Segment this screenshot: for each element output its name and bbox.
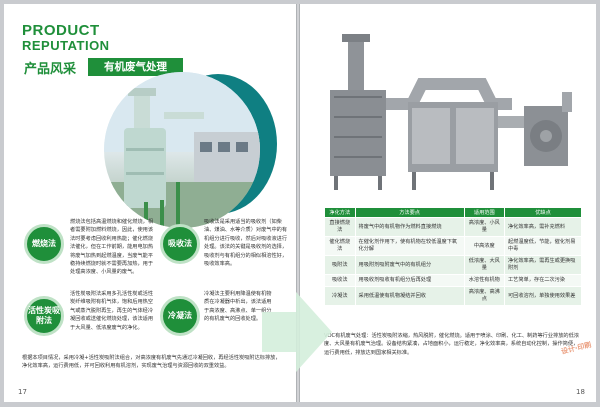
table-header: 优缺点 [503, 207, 583, 218]
table-cell: 吸附法 [324, 255, 356, 275]
method-text: 燃烧法包括高温燃烧和催化燃烧，相者需要附加燃料燃烧，因此，使用该法时要考虑回收利… [70, 219, 154, 276]
table-cell: 采用低温使有机物凝结并回收 [354, 286, 465, 306]
brand-en-line1: PRODUCT [22, 22, 100, 39]
table-cell: 吸收法 [324, 274, 356, 287]
table-cell: 可回收溶剂，单独使用效果差 [503, 286, 583, 306]
brand-cn-title: 产品风采 [24, 62, 77, 77]
right-page: 净化方法 方法要点 适用范围 优缺点 直接燃烧法 将废气中的有机物作为燃料直接燃… [300, 4, 596, 402]
table-cell: 高浓度、小风量 [463, 217, 505, 237]
table-row: 催化燃烧法 在催化剂作用下，使有机物在较低温度下氧化分解 中高浓度 起燃温度低，… [324, 236, 583, 256]
table-cell: 净化效率高，需补充燃料 [503, 217, 583, 237]
method-text: 冷凝法主要利用降温使有机物质在冷凝器中析出，该法适用于高浓度、高沸点、单一组分的… [204, 291, 272, 323]
table-row: 冷凝法 采用低温使有机物凝结并回收 高浓度、高沸点 可回收溶剂，单独使用效果差 [324, 286, 583, 306]
table-row: 吸收法 用吸收剂吸收有机组分后再处理 水溶性有机物 工艺简单，存在二次污染 [324, 274, 583, 287]
arrow-graphic [262, 292, 332, 372]
summary-paragraph: 根据本项目情况，采用冷凝+活性炭吸附法组合，对高浓度有机废气先通过冷凝回收，再经… [22, 355, 281, 370]
equipment-photo [104, 72, 260, 228]
page-number-left: 17 [18, 388, 27, 396]
method-badge: 冷凝法 [160, 296, 200, 336]
table-cell: 净化效率高，需再生或更换吸附剂 [503, 255, 583, 275]
table-header: 适用范围 [463, 207, 505, 218]
table-cell: 起燃温度低，节能，催化剂易中毒 [503, 236, 583, 256]
table-cell: 中高浓度 [463, 236, 505, 256]
brand-en-line2: REPUTATION [22, 38, 110, 53]
table-cell: 催化燃烧法 [324, 236, 356, 256]
method-badge: 活性炭吸附法 [24, 296, 64, 336]
method-text: 吸收法是采用适当的吸收剂（如柴油、煤油、水等介质）对废气中的有机组分进行吸收，然… [204, 219, 288, 268]
table-cell: 工艺简单，存在二次污染 [503, 274, 583, 287]
table-cell: 冷凝法 [324, 286, 356, 306]
page-number-right: 18 [576, 388, 585, 396]
table-cell: 将废气中的有机物作为燃料直接燃烧 [354, 217, 465, 237]
book-spine [296, 4, 300, 402]
table-header-row: 净化方法 方法要点 适用范围 优缺点 [324, 207, 583, 218]
equipment-drawing [330, 34, 572, 190]
section-title: 有机废气处理 [88, 58, 183, 76]
method-badge: 燃烧法 [24, 224, 64, 264]
table-cell: 低浓度、大风量 [463, 255, 505, 275]
left-page: PRODUCT REPUTATION 产品风采 有机废气处理 燃烧法 燃烧法包括… [4, 4, 296, 402]
method-badge: 吸收法 [160, 224, 200, 264]
table-cell: 直接燃烧法 [324, 217, 356, 237]
table-cell: 水溶性有机物 [463, 274, 505, 287]
table-row: 吸附法 用吸附剂吸附废气中的有机组分 低浓度、大风量 净化效率高，需再生或更换吸… [324, 255, 583, 275]
table-header: 净化方法 [324, 207, 356, 218]
method-text: 活性炭吸附法采用多孔活性炭或活性炭纤维吸附有机气体，饱和后用热空气或蒸汽脱附再生… [70, 291, 154, 331]
table-header: 方法要点 [354, 207, 465, 218]
methods-table: 净化方法 方法要点 适用范围 优缺点 直接燃烧法 将废气中的有机物作为燃料直接燃… [324, 207, 583, 306]
table-cell: 用吸附剂吸附废气中的有机组分 [354, 255, 465, 275]
equipment-description: VOC有机废气处理：活性炭吸附浓缩，热风脱附，催化燃烧。适用于喷涂、印刷、化工、… [324, 333, 579, 356]
table-row: 直接燃烧法 将废气中的有机物作为燃料直接燃烧 高浓度、小风量 净化效率高，需补充… [324, 217, 583, 237]
table-cell: 高浓度、高沸点 [463, 286, 505, 306]
table-cell: 在催化剂作用下，使有机物在较低温度下氧化分解 [354, 236, 465, 256]
table-cell: 用吸收剂吸收有机组分后再处理 [354, 274, 465, 287]
